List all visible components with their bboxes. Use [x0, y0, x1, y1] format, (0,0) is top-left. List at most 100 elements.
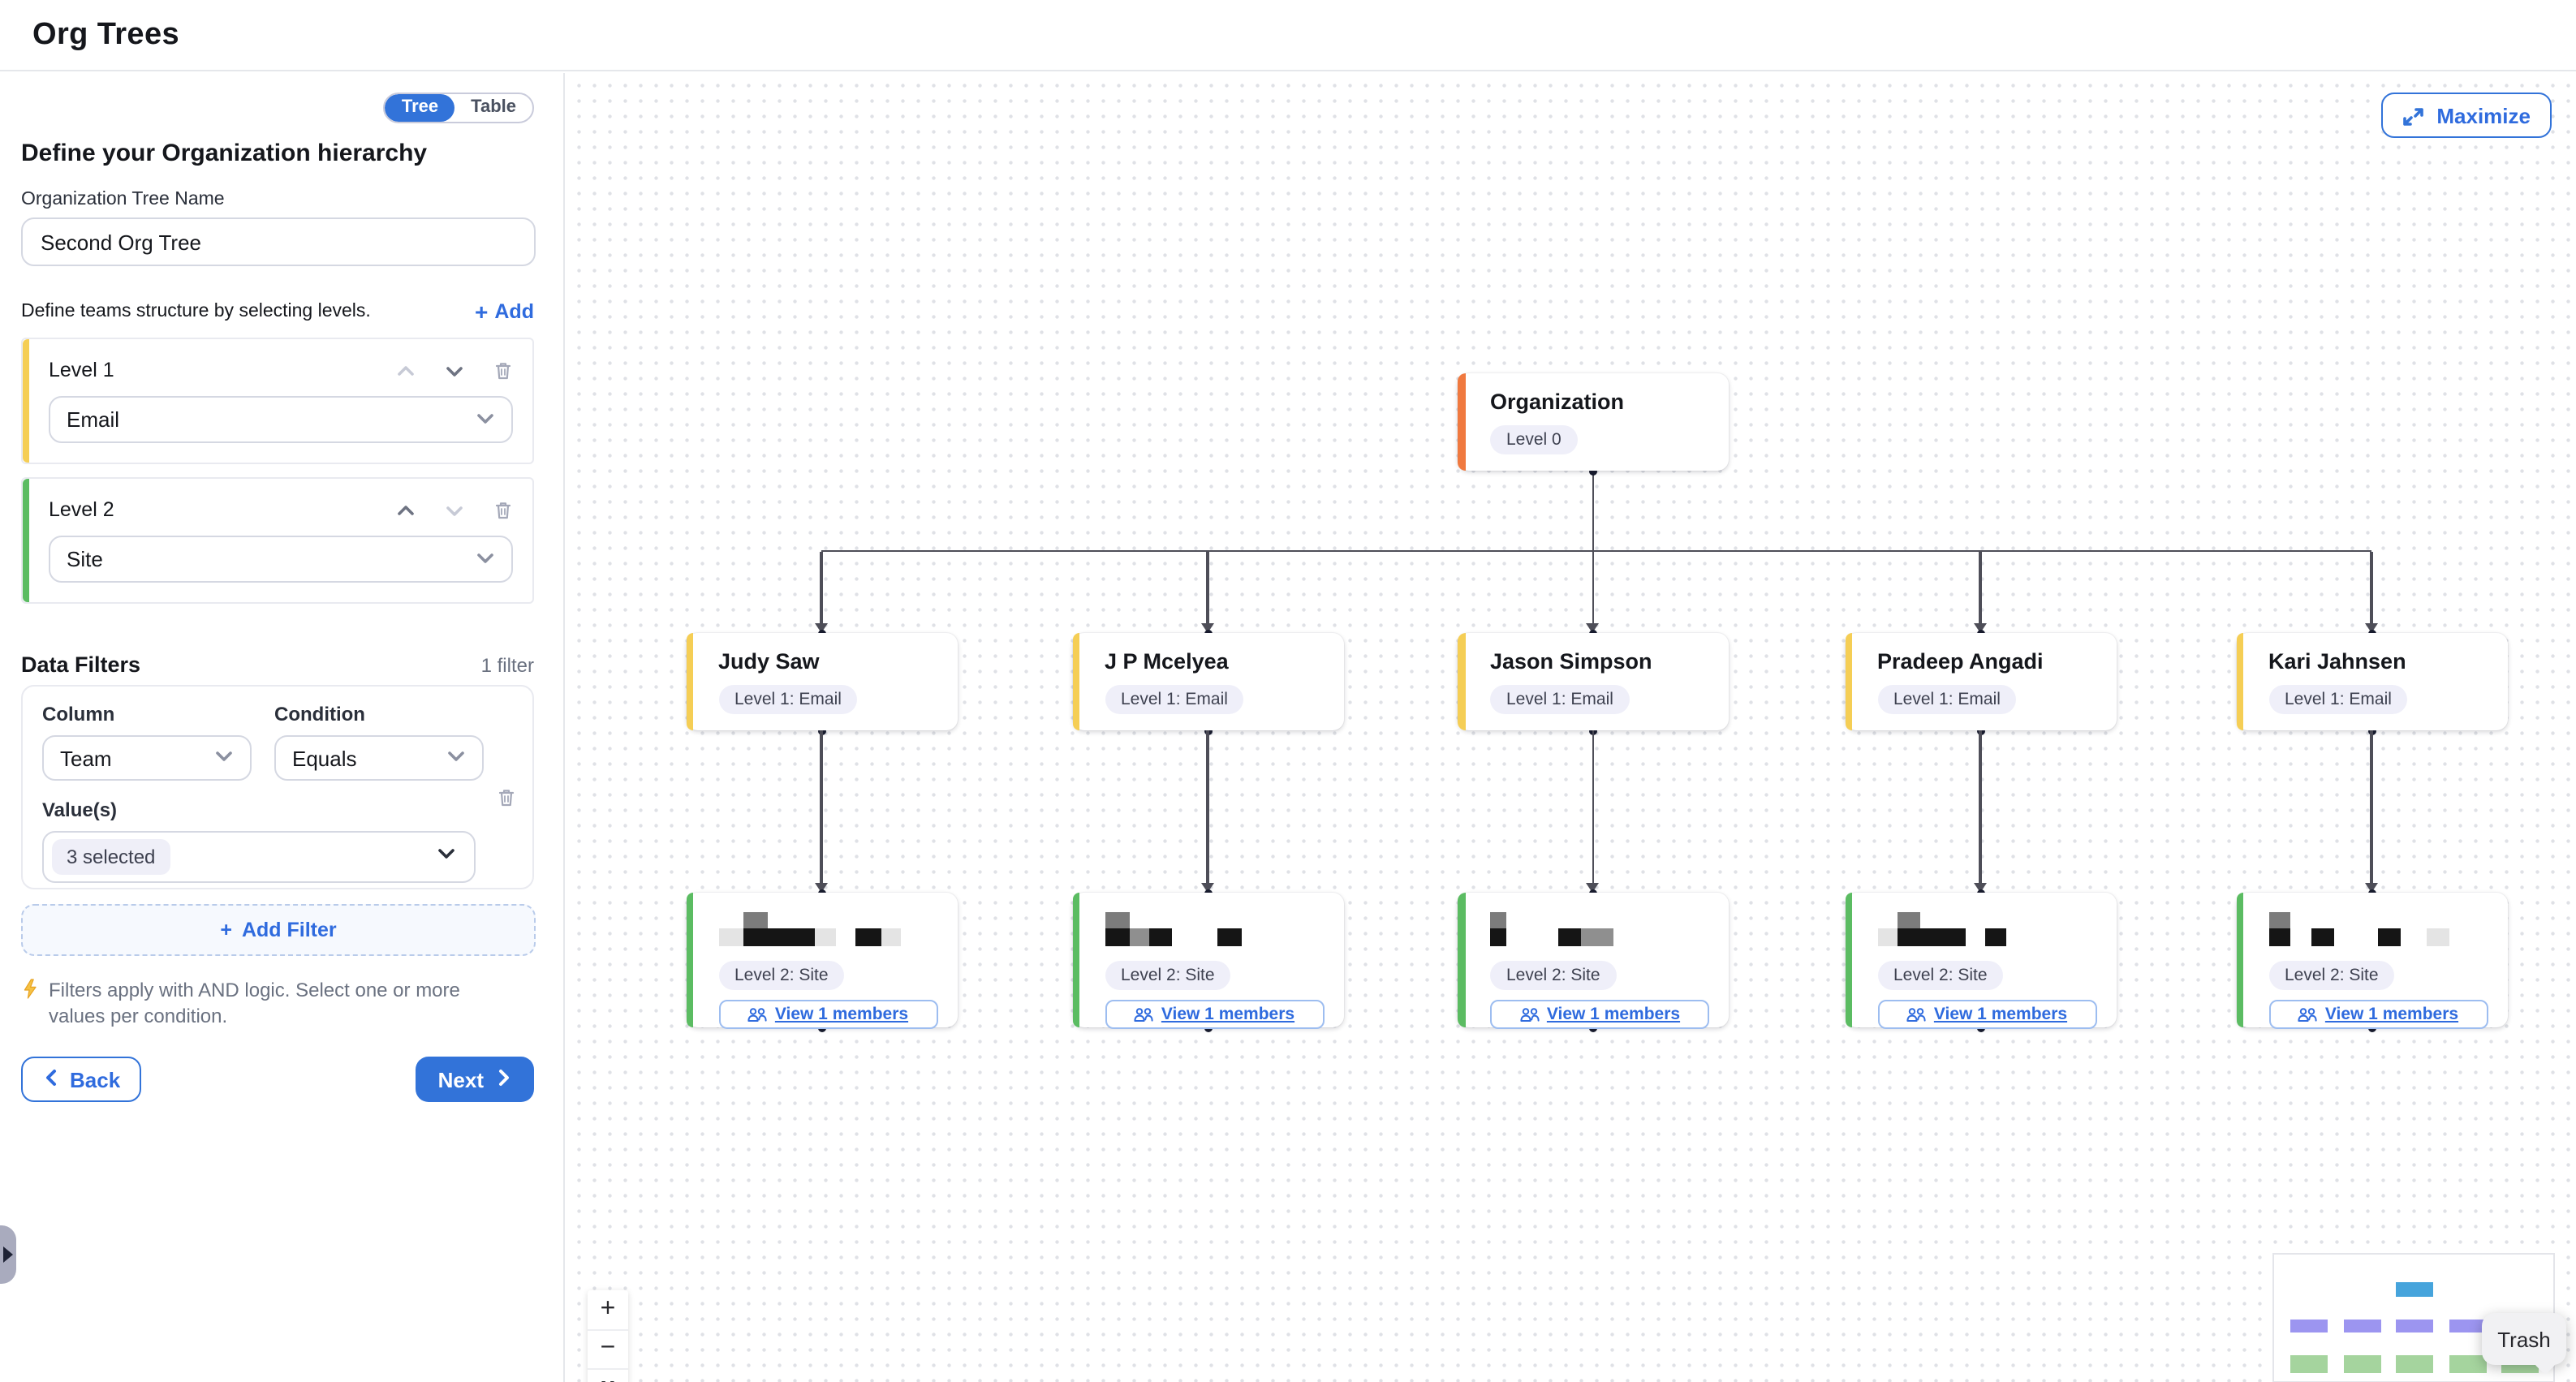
- node-level-badge: Level 1: Email: [1490, 685, 1630, 714]
- levels-description: Define teams structure by selecting leve…: [21, 302, 371, 321]
- level-1-select[interactable]: Email: [49, 396, 513, 443]
- minimap-root-node: [2395, 1282, 2432, 1296]
- move-up-icon[interactable]: [396, 501, 416, 519]
- org-node-level1[interactable]: Jason Simpson Level 1: Email: [1458, 633, 1729, 730]
- minimap-level2-node: [2395, 1354, 2432, 1372]
- node-level-badge: Level 2: Site: [1490, 961, 1617, 990]
- redacted-node-title: [718, 912, 913, 949]
- node-level-badge: Level 2: Site: [2268, 961, 2395, 990]
- minimap-level2-node: [2449, 1354, 2486, 1372]
- node-level-badge: Level 1: Email: [718, 685, 858, 714]
- view-toggle: Tree Table: [383, 93, 534, 123]
- view-members-button[interactable]: View 1 members: [1490, 1000, 1709, 1029]
- redacted-node-title: [1105, 912, 1299, 949]
- edge-line: [1206, 551, 1209, 623]
- users-icon: [1134, 1006, 1155, 1023]
- users-icon: [747, 1006, 769, 1023]
- org-node-level1[interactable]: Pradeep Angadi Level 1: Email: [1845, 633, 2116, 730]
- edge-line: [820, 730, 823, 883]
- minimap-level2-node: [2343, 1354, 2380, 1372]
- node-title: Jason Simpson: [1490, 649, 1652, 674]
- condition-select[interactable]: Equals: [274, 735, 484, 781]
- zoom-out-button[interactable]: −: [588, 1330, 628, 1370]
- level-1-label: Level 1: [49, 359, 114, 381]
- tree-canvas[interactable]: Maximize Organization Level 0 Judy Saw L…: [566, 73, 2576, 1382]
- trash-tooltip: Trash: [2482, 1313, 2566, 1376]
- zoom-controls: + − [ ]: [588, 1290, 628, 1382]
- org-node-level2[interactable]: Level 2: Site View 1 members: [1845, 893, 2116, 1029]
- node-level-badge: Level 2: Site: [1877, 961, 2004, 990]
- view-members-button[interactable]: View 1 members: [2268, 1000, 2488, 1029]
- node-title: Judy Saw: [718, 649, 820, 674]
- node-accent-bar: [1458, 373, 1465, 471]
- filter-card: Column Team Condition Equals Value(s): [21, 685, 534, 889]
- users-icon: [1906, 1006, 1928, 1023]
- add-filter-button[interactable]: + Add Filter: [21, 904, 536, 956]
- view-members-button[interactable]: View 1 members: [718, 1000, 937, 1029]
- node-title: Pradeep Angadi: [1877, 649, 2044, 674]
- edge-line: [820, 551, 823, 623]
- org-node-level2[interactable]: Level 2: Site View 1 members: [2236, 893, 2507, 1029]
- node-accent-bar: [1845, 893, 1852, 1027]
- org-node-level2[interactable]: Level 2: Site View 1 members: [1458, 893, 1729, 1029]
- node-level-badge: Level 2: Site: [718, 961, 845, 990]
- delete-level-icon[interactable]: [493, 359, 513, 381]
- sidebar-expand-handle[interactable]: [0, 1225, 16, 1284]
- filter-note-text: Filters apply with AND logic. Select one…: [49, 979, 460, 1027]
- column-select[interactable]: Team: [42, 735, 252, 781]
- node-level-badge: Level 2: Site: [1105, 961, 1231, 990]
- zoom-in-button[interactable]: +: [588, 1290, 628, 1330]
- column-label: Column: [42, 703, 115, 725]
- data-filters-title: Data Filters: [21, 652, 141, 677]
- chevron-down-icon: [437, 842, 458, 872]
- chevron-right-icon: [493, 1067, 511, 1091]
- view-members-button[interactable]: View 1 members: [1105, 1000, 1324, 1029]
- edge-line: [1592, 730, 1595, 883]
- node-accent-bar: [686, 633, 693, 730]
- chevron-down-icon: [446, 743, 466, 773]
- move-down-icon[interactable]: [445, 501, 464, 519]
- delete-filter-icon[interactable]: [497, 787, 516, 808]
- org-node-level1[interactable]: Judy Saw Level 1: Email: [686, 633, 957, 730]
- level-2-select[interactable]: Site: [49, 536, 513, 583]
- edge-line: [1592, 471, 1595, 551]
- view-members-button[interactable]: View 1 members: [1877, 1000, 2096, 1029]
- maximize-button[interactable]: Maximize: [2381, 93, 2552, 138]
- tree-name-label: Organization Tree Name: [21, 190, 225, 209]
- level-2-accent-bar: [23, 479, 29, 602]
- back-button[interactable]: Back: [21, 1057, 142, 1102]
- users-icon: [1519, 1006, 1540, 1023]
- delete-level-icon[interactable]: [493, 499, 513, 520]
- tree-name-input[interactable]: [21, 217, 536, 266]
- fit-view-button[interactable]: [ ]: [588, 1370, 628, 1382]
- org-node-level1[interactable]: Kari Jahnsen Level 1: Email: [2236, 633, 2507, 730]
- values-select[interactable]: 3 selected: [42, 831, 476, 883]
- level-card-2: Level 2 Site: [21, 477, 534, 604]
- redacted-node-title: [1877, 912, 2072, 949]
- node-accent-bar: [686, 893, 693, 1027]
- node-level-badge: Level 1: Email: [1105, 685, 1244, 714]
- org-node-level2[interactable]: Level 2: Site View 1 members: [686, 893, 957, 1029]
- add-level-button[interactable]: +Add: [475, 299, 534, 325]
- org-node-level1[interactable]: J P Mcelyea Level 1: Email: [1072, 633, 1343, 730]
- minimap-level1-node: [2343, 1319, 2380, 1332]
- data-filters-header: Data Filters 1 filter: [21, 652, 534, 677]
- users-icon: [2298, 1006, 2319, 1023]
- minimap-level1-node: [2290, 1319, 2328, 1332]
- node-level-badge: Level 1: Email: [1877, 685, 2017, 714]
- edge-line: [2370, 730, 2373, 883]
- next-button[interactable]: Next: [415, 1057, 534, 1102]
- move-down-icon[interactable]: [445, 361, 464, 379]
- org-node-root[interactable]: Organization Level 0: [1458, 373, 1729, 471]
- org-node-level2[interactable]: Level 2: Site View 1 members: [1072, 893, 1343, 1029]
- node-accent-bar: [2236, 893, 2243, 1027]
- view-toggle-row: Tree Table: [21, 93, 534, 123]
- node-title: Organization: [1490, 390, 1625, 414]
- toggle-tree[interactable]: Tree: [385, 94, 455, 122]
- chevron-down-icon: [214, 743, 234, 773]
- connection-handle: [1589, 467, 1597, 475]
- toggle-table[interactable]: Table: [454, 94, 532, 122]
- chevron-down-icon: [476, 405, 495, 434]
- move-up-icon[interactable]: [396, 361, 416, 379]
